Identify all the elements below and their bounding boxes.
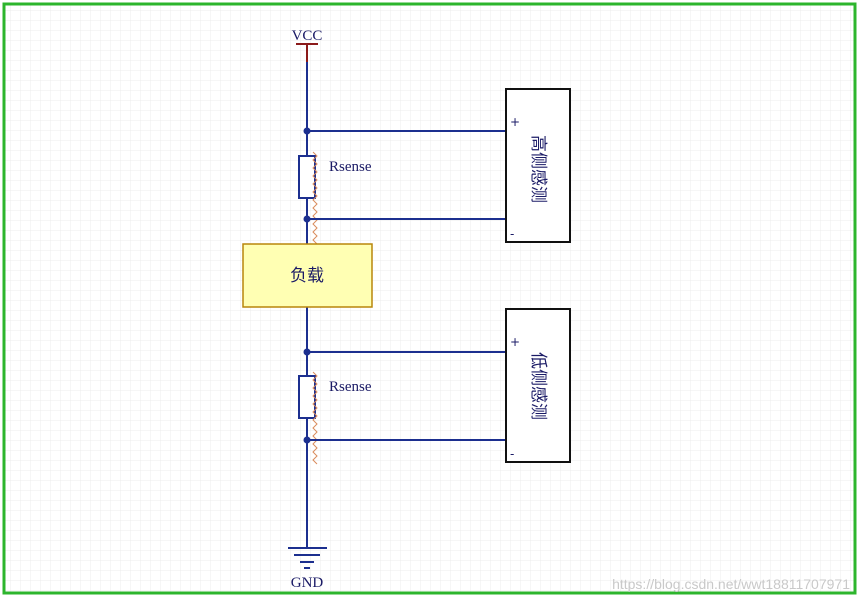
rsense-bottom-label: Rsense — [329, 379, 372, 395]
load-block: 负载 — [242, 243, 373, 308]
grid-background — [4, 4, 855, 593]
low-side-wires — [307, 351, 506, 441]
vcc-label: VCC — [292, 28, 323, 44]
junction-dot — [303, 436, 311, 444]
vcc-supply-symbol: VCC — [292, 28, 323, 62]
high-side-plus-pin: + — [510, 115, 520, 129]
low-side-sensing-block: + - 低侧感测 — [505, 308, 571, 463]
high-side-label: 高侧感测 — [528, 135, 548, 203]
ground-symbol: GND — [288, 547, 327, 591]
junction-dot — [303, 348, 311, 356]
high-side-minus-pin: - — [510, 227, 514, 241]
rsense-top-label: Rsense — [329, 159, 372, 175]
junction-dot — [303, 215, 311, 223]
load-label: 负载 — [290, 266, 324, 286]
low-side-plus-pin: + — [510, 335, 520, 349]
rsense-top-resistor: Rsense — [298, 151, 372, 245]
watermark-text: https://blog.csdn.net/wwt18811707971 — [612, 576, 850, 592]
low-side-label: 低侧感测 — [528, 352, 548, 420]
gnd-label: GND — [291, 575, 324, 591]
rsense-bottom-hatch — [312, 371, 318, 465]
low-side-minus-pin: - — [510, 447, 514, 461]
high-side-wires — [307, 130, 506, 220]
junction-dot — [303, 127, 311, 135]
rsense-top-hatch — [312, 151, 318, 245]
high-side-sensing-block: + - 高侧感测 — [505, 88, 571, 243]
rsense-bottom-resistor: Rsense — [298, 371, 372, 465]
